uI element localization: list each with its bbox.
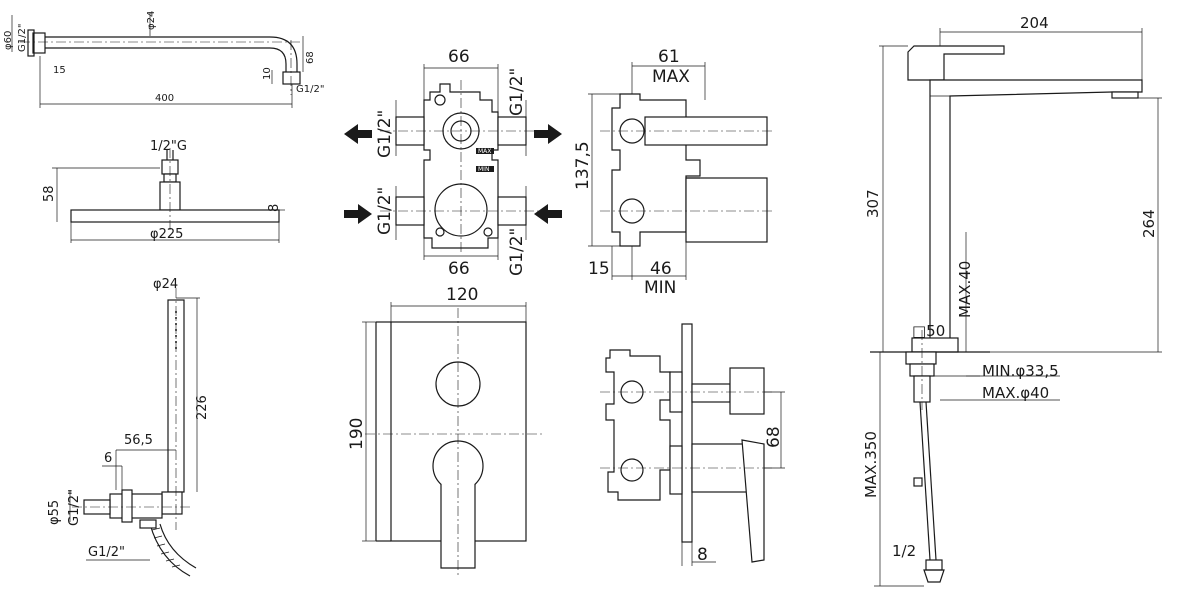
hand-shower-thread: G1/2" [67, 489, 82, 526]
basin-mixer-view: 204 307 264 MAX.40 □50 MIN.φ33,5 MAX.φ40… [862, 14, 1162, 587]
head-thread: 1/2"G [150, 139, 187, 154]
arm-plate-base [27, 29, 35, 57]
mixer-height: 307 [864, 189, 882, 218]
cover-plate-height: 190 [347, 418, 367, 450]
body-side-min-note: MIN [644, 278, 676, 298]
arm-wall-plate-dia: φ60 [3, 31, 14, 50]
body-side-depth: 61 [658, 47, 680, 67]
hand-shower-offset: 56,5 [124, 433, 153, 448]
body-left-top-thread: G1/2" [375, 110, 395, 158]
arm-length: 400 [155, 93, 174, 104]
body-mark-min: MIN [478, 166, 489, 173]
concealed-body-front-view: MAX MIN 66 66 G1/2" G1/2" G1/2" G1/2" [344, 47, 562, 279]
body-right-bottom-thread: G1/2" [507, 228, 527, 276]
arm-wall-plate [32, 32, 46, 54]
head-diameter: φ225 [150, 227, 183, 242]
hand-shower-view: φ24 226 56,5 6 φ55 G1/2" G1/2" [47, 277, 210, 577]
arrow-right-bottom [344, 204, 372, 224]
shower-head-view: 1/2"G 58 8 φ225 [42, 139, 285, 243]
hand-shower-gap: 6 [104, 451, 112, 466]
arm-pipe-dia: φ24 [146, 11, 157, 30]
head-disc [70, 209, 280, 223]
mixer-base-size: □50 [912, 322, 945, 340]
shower-arm-view: φ60 G1/2" φ24 15 400 68 10 G1/2" [3, 11, 324, 108]
arm-offset: 15 [53, 65, 66, 76]
body-mark-max: MAX [478, 148, 491, 155]
hand-shower-bottom-thread: G1/2" [88, 545, 125, 560]
arm-outlet [282, 71, 301, 85]
hand-shower-length: 226 [195, 395, 210, 420]
body-side-depth-note: MAX [652, 67, 690, 87]
assembled-lever [741, 439, 765, 563]
arrow-left-bottom [534, 204, 562, 224]
mixer-hole-min: MIN.φ33,5 [982, 362, 1059, 380]
cover-plate-width: 120 [446, 285, 478, 305]
arm-drop: 68 [305, 51, 316, 64]
arm-outlet-thread: G1/2" [296, 84, 324, 95]
body-side-back: 15 [588, 259, 610, 279]
arm-thread: G1/2" [17, 24, 28, 52]
arrow-right-top [534, 124, 562, 144]
mixer-base [911, 337, 959, 353]
body-side-min-depth: 46 [650, 259, 672, 279]
mixer-handle [907, 45, 1005, 81]
mixer-reach: 204 [1020, 14, 1049, 32]
arm-tip: 10 [262, 67, 273, 80]
arm-pipe [45, 36, 298, 72]
mixer-hole-max: MAX.φ40 [982, 384, 1049, 402]
body-bottom-width: 66 [448, 259, 470, 279]
mixer-hose-thread: 1/2 [892, 542, 916, 560]
head-height: 58 [42, 185, 57, 202]
mixer-spout-height: 264 [1140, 209, 1158, 238]
hand-shower-dia: φ24 [153, 277, 178, 292]
assembled-plate-thickness: 8 [697, 545, 708, 565]
assembled-spacing: 68 [764, 426, 784, 448]
body-left-bottom-thread: G1/2" [375, 187, 395, 235]
body-top-width: 66 [448, 47, 470, 67]
head-thickness: 8 [267, 204, 282, 212]
assembled-side-view: 68 8 [600, 323, 785, 566]
concealed-body-side-view: 61 MAX 137,5 15 46 MIN [573, 47, 775, 298]
body-right-top-thread: G1/2" [507, 68, 527, 116]
arrow-left-top [344, 124, 372, 144]
body-front-outline [423, 83, 499, 249]
mixer-hose-max: MAX.350 [862, 431, 880, 498]
hand-shower-plate-dia: φ55 [47, 500, 62, 525]
mixer-deck-max: MAX.40 [956, 261, 974, 318]
cover-plate-view: 120 190 [347, 285, 545, 575]
body-side-height: 137,5 [573, 141, 593, 190]
hand-shower-hose [149, 523, 191, 577]
